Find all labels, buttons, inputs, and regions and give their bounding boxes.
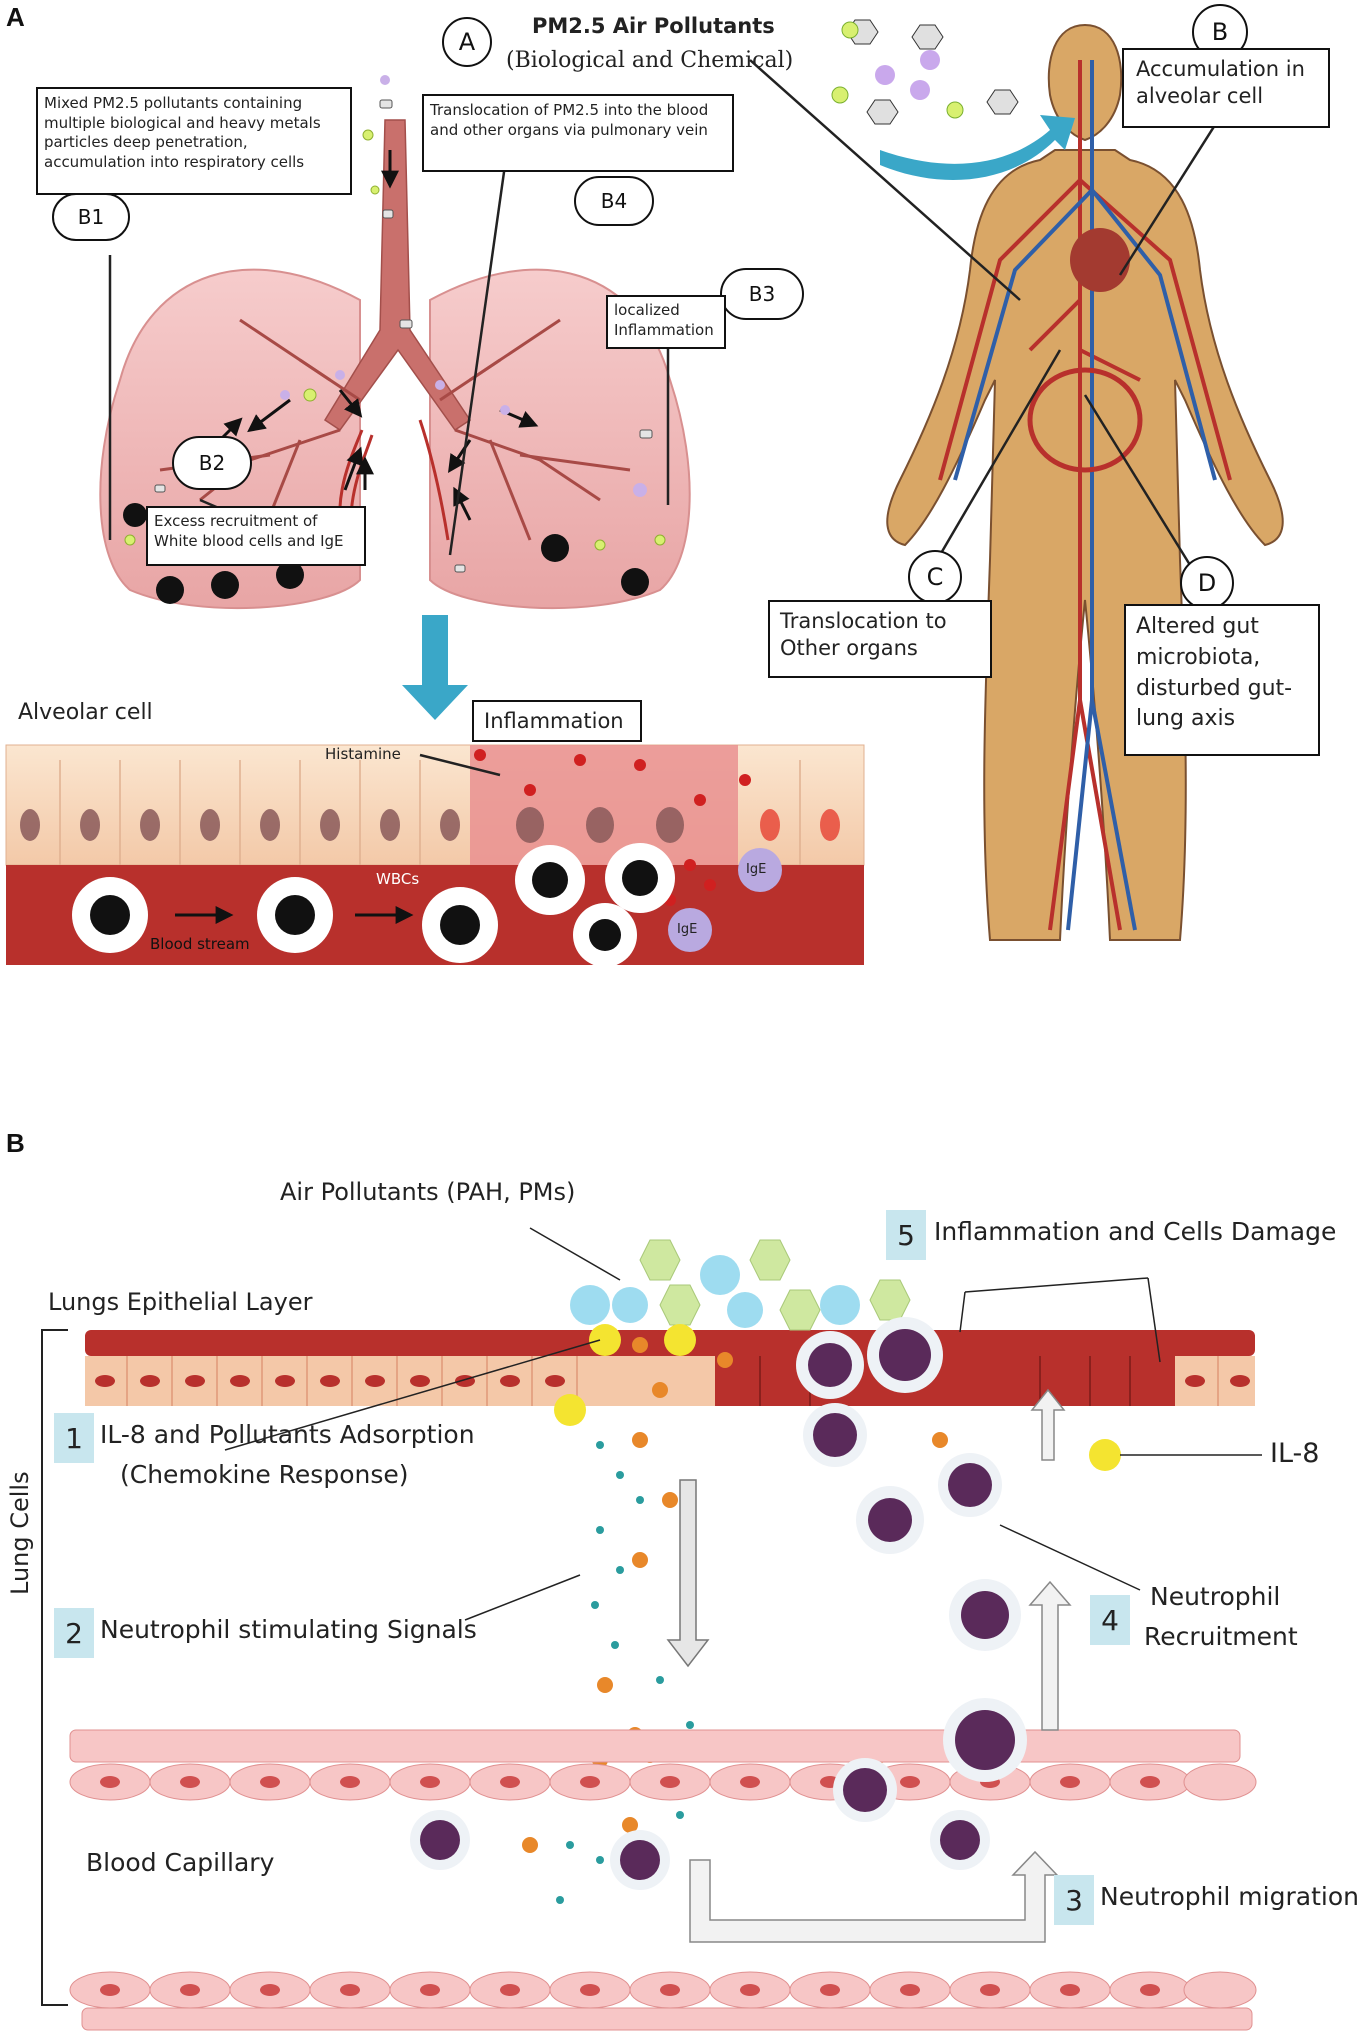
b1-box: Mixed PM2.5 pollutants containing multip… xyxy=(36,87,352,195)
b-box: Accumulation in alveolar cell xyxy=(1122,48,1330,128)
circle-a: A xyxy=(442,17,492,67)
step5-tag: 5 xyxy=(886,1210,926,1260)
circle-d: D xyxy=(1180,556,1234,610)
teal-signals xyxy=(556,1441,714,1904)
alveolar-cell-label: Alveolar cell xyxy=(18,700,153,725)
il8-label: IL-8 xyxy=(1270,1438,1320,1469)
step3-tag: 3 xyxy=(1054,1875,1094,1925)
trachea xyxy=(323,119,472,432)
arrow-migration xyxy=(689,1850,1059,1943)
heart xyxy=(1070,228,1130,292)
arrow-up-recruit-1 xyxy=(1030,1388,1066,1461)
title-sub: (Biological and Chemical) xyxy=(506,48,794,73)
ige-2 xyxy=(668,908,712,952)
arrow-down-signals xyxy=(666,1479,710,1668)
d-box: Altered gut microbiota, disturbed gut-lu… xyxy=(1124,604,1320,756)
ige-label-1: IgE xyxy=(746,862,767,877)
b3-box: localized Inflammation xyxy=(606,295,726,349)
circle-c: C xyxy=(908,550,962,604)
cell-nuclei xyxy=(20,807,840,843)
step4-tag: 4 xyxy=(1090,1595,1130,1645)
lung-cells-label: Lung Cells xyxy=(6,1471,34,1595)
step4-line2: Recruitment xyxy=(1144,1622,1298,1651)
ige-1 xyxy=(738,848,782,892)
step5-text: Inflammation and Cells Damage xyxy=(934,1217,1337,1246)
intestines xyxy=(1027,367,1143,473)
capillary-wall-top xyxy=(69,1729,1241,1763)
epithelial-cells xyxy=(85,1356,1255,1406)
il8-stars xyxy=(554,1324,1121,1471)
human-body xyxy=(886,23,1284,941)
histamine-label: Histamine xyxy=(325,745,401,763)
capillary-nuclei xyxy=(100,1776,1160,1996)
step1-tag: 1 xyxy=(54,1413,94,1463)
circle-b1: B1 xyxy=(52,193,130,241)
right-lung xyxy=(429,268,691,610)
panel-b-graphics xyxy=(41,1227,1262,2031)
title-main: PM2.5 Air Pollutants xyxy=(532,14,775,38)
step1-line2: (Chemokine Response) xyxy=(120,1460,409,1489)
b2-box: Excess recruitment of White blood cells … xyxy=(146,506,366,566)
floating-pollutants xyxy=(831,19,1019,125)
epi-nuclei xyxy=(95,1375,1250,1387)
air-pollutants-label: Air Pollutants (PAH, PMs) xyxy=(280,1178,576,1206)
lung-wbcs xyxy=(123,503,649,604)
step2-tag: 2 xyxy=(54,1608,94,1658)
blood-capillary-label: Blood Capillary xyxy=(86,1848,275,1877)
bloodstream-label: Blood stream xyxy=(150,935,250,953)
panel-b-leaders xyxy=(224,1227,1262,1621)
panel-a-graphics xyxy=(5,19,1284,967)
circle-b4: B4 xyxy=(574,176,654,226)
step3-text: Neutrophil migration xyxy=(1100,1882,1358,1911)
inflammation-box: Inflammation xyxy=(472,700,642,742)
cell-borders xyxy=(59,760,801,865)
wbcs-label: WBCs xyxy=(376,870,420,888)
lung-cells-bracket xyxy=(41,1329,68,2006)
green-pollutants xyxy=(639,1239,911,1331)
circle-b3: B3 xyxy=(720,268,804,320)
down-arrow-blue xyxy=(402,615,468,720)
c-box: Translocation to Other organs xyxy=(768,600,992,678)
ige-label-2: IgE xyxy=(677,922,698,937)
panel-b-letter: B xyxy=(6,1128,25,1158)
neutrophils xyxy=(410,1317,1027,1890)
inflamed-epithelium xyxy=(470,745,738,865)
blue-pollutants xyxy=(570,1255,860,1328)
step4-line1: Neutrophil xyxy=(1150,1582,1281,1611)
capillary-wall-bottom xyxy=(81,2007,1253,2031)
step1-line1: IL-8 and Pollutants Adsorption xyxy=(100,1420,475,1449)
step2-text: Neutrophil stimulating Signals xyxy=(100,1615,477,1644)
epithelial-layer-label: Lungs Epithelial Layer xyxy=(48,1288,313,1316)
panel-a-letter: A xyxy=(6,2,25,32)
callout-lines xyxy=(108,59,1217,777)
b4-box: Translocation of PM2.5 into the blood an… xyxy=(422,94,734,172)
arrow-up-recruit-2 xyxy=(1028,1580,1072,1731)
circle-b2: B2 xyxy=(172,436,252,490)
bloodstream-wbcs xyxy=(72,843,675,967)
curved-teal-arrow xyxy=(880,115,1075,180)
